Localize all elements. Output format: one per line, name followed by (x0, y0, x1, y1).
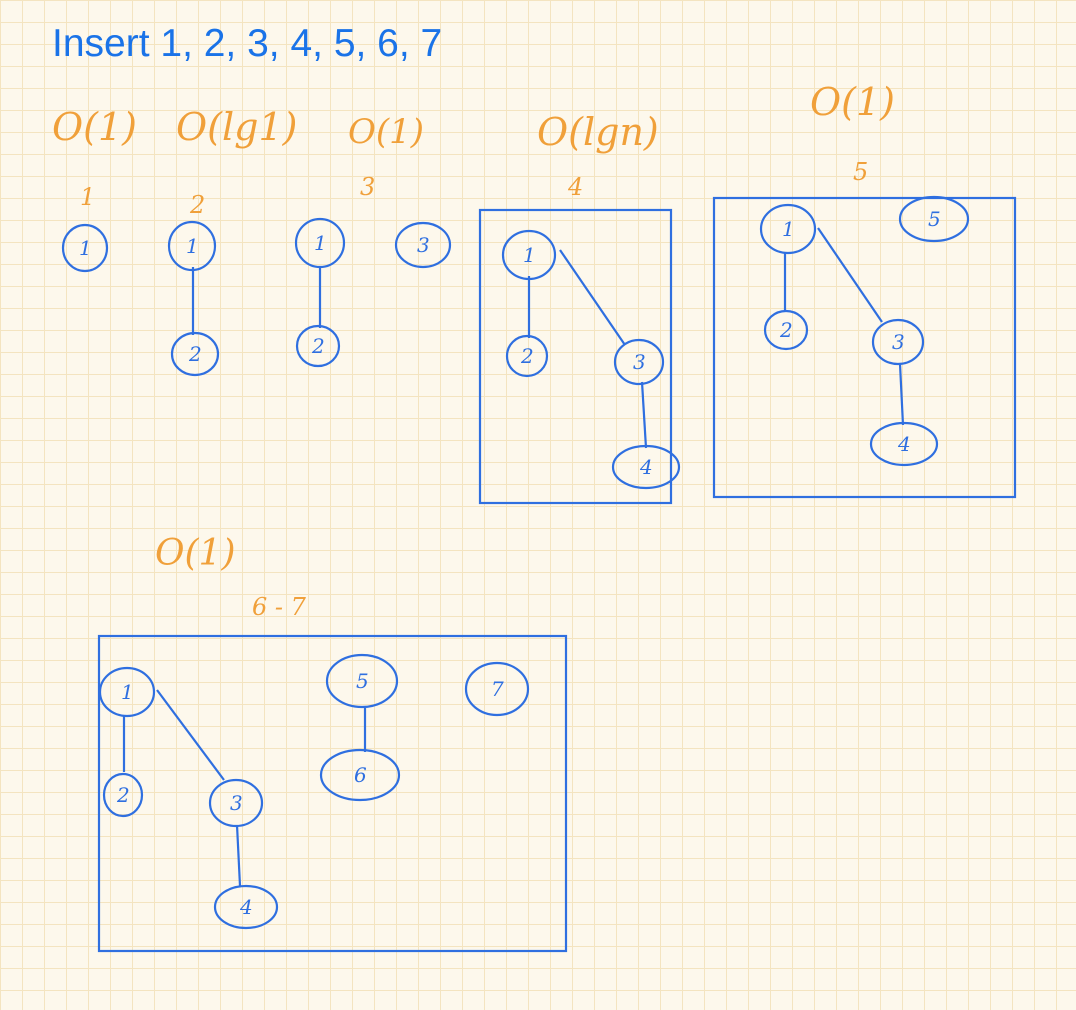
cost-step-4: O(lgn) (537, 110, 659, 154)
step-label-6-7: 6 - 7 (252, 593, 307, 621)
node-6-step67: 6 (319, 748, 401, 802)
svg-text:2: 2 (116, 783, 130, 807)
edge-3-4-step67 (235, 824, 242, 887)
node-7-step67: 7 (464, 661, 530, 717)
svg-text:4: 4 (239, 895, 253, 919)
step-label-1: 1 (80, 183, 95, 211)
svg-text:3: 3 (633, 350, 646, 374)
node-2-step2: 2 (170, 331, 220, 377)
frame-step-6-7 (97, 634, 568, 953)
node-2-step5: 2 (763, 309, 809, 351)
node-3-step4: 3 (613, 338, 665, 386)
node-3-step67: 3 (208, 778, 264, 828)
node-5-step5: 5 (898, 195, 970, 243)
cost-step-2: O(lg1) (176, 105, 297, 149)
svg-text:5: 5 (356, 669, 369, 693)
cost-step-5: O(1) (810, 80, 895, 124)
node-2-step3: 2 (295, 324, 341, 368)
edge-1-3-step67 (156, 689, 225, 781)
svg-text:2: 2 (520, 344, 534, 368)
svg-text:2: 2 (311, 334, 325, 358)
cost-step-3: O(1) (348, 112, 424, 152)
svg-text:6: 6 (354, 763, 367, 787)
node-4-step5: 4 (869, 421, 939, 467)
node-3-step5: 3 (871, 318, 925, 366)
node-1-step2: 1 (167, 220, 217, 272)
node-1-step4: 1 (501, 229, 557, 281)
svg-text:3: 3 (417, 233, 430, 257)
svg-text:1: 1 (782, 217, 795, 241)
node-2-step4: 2 (505, 334, 549, 378)
frame-step-5 (712, 196, 1017, 499)
step-label-4: 4 (567, 173, 583, 201)
node-1-step67: 1 (98, 666, 156, 718)
svg-text:2: 2 (188, 342, 202, 366)
node-1-step3: 1 (294, 217, 346, 269)
step-label-2: 2 (189, 191, 205, 219)
edge-3-4-step5 (898, 363, 905, 426)
svg-text:1: 1 (186, 234, 199, 258)
svg-text:7: 7 (491, 677, 504, 701)
svg-text:2: 2 (779, 318, 793, 342)
node-1-step5: 1 (759, 203, 817, 255)
frame-step-4 (478, 208, 673, 505)
node-3-step3: 3 (394, 221, 452, 269)
step-label-3: 3 (360, 173, 375, 201)
svg-text:3: 3 (230, 791, 243, 815)
svg-text:1: 1 (121, 680, 134, 704)
svg-text:3: 3 (892, 330, 905, 354)
step-label-5: 5 (853, 158, 868, 186)
svg-text:4: 4 (897, 432, 911, 456)
diagram-title: Insert 1, 2, 3, 4, 5, 6, 7 (52, 22, 443, 65)
svg-text:1: 1 (79, 236, 92, 260)
cost-step-6: O(1) (155, 533, 236, 574)
edge-1-3-step4 (559, 249, 626, 346)
cost-step-1: O(1) (52, 105, 137, 149)
node-4-step67: 4 (213, 884, 279, 930)
svg-text:5: 5 (928, 207, 941, 231)
node-4-step4: 4 (611, 444, 681, 490)
node-2-step67: 2 (102, 772, 144, 818)
svg-text:4: 4 (639, 455, 653, 479)
svg-text:1: 1 (523, 243, 536, 267)
svg-text:1: 1 (314, 231, 327, 255)
edge-3-4-step4 (640, 381, 648, 449)
node-1-step1: 1 (61, 223, 109, 273)
edge-1-3-step5 (817, 227, 883, 323)
node-5-step67: 5 (325, 653, 399, 709)
